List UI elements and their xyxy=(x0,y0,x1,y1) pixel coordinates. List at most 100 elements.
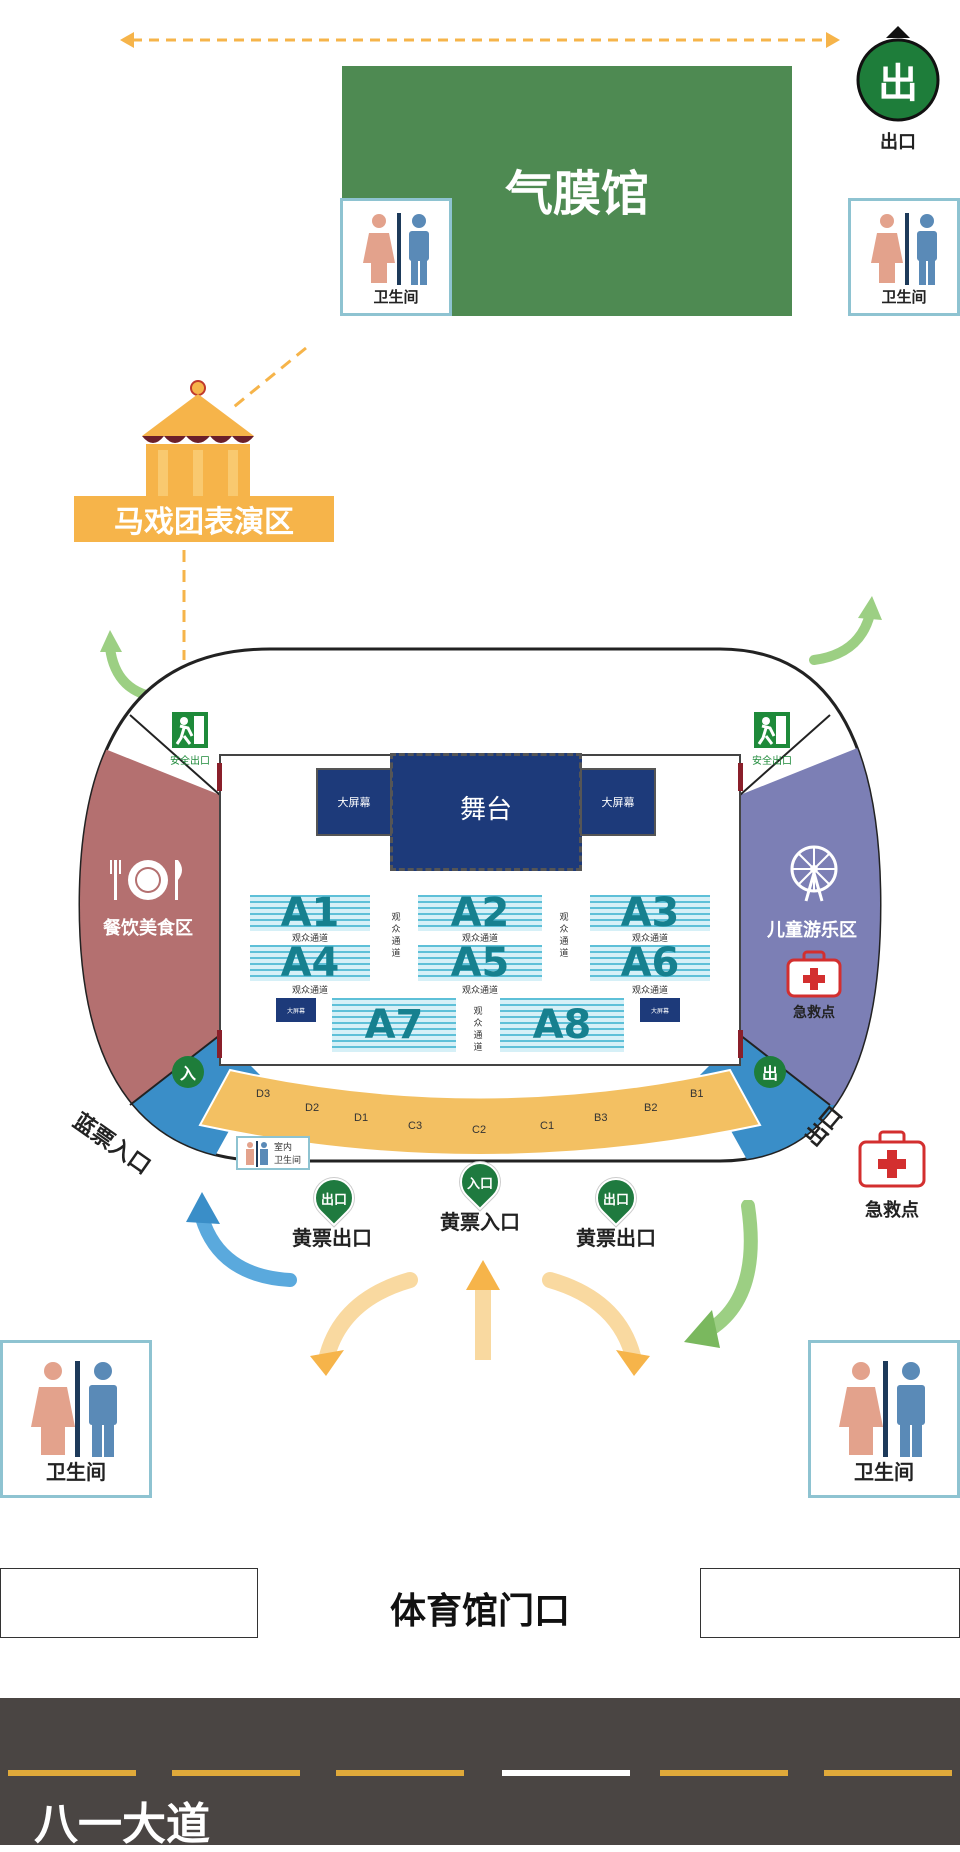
yellow-exit-label: 黄票出口 xyxy=(292,1226,372,1250)
section-label: A1 xyxy=(280,890,340,936)
circus-zone: 马戏团表演区 xyxy=(74,496,334,542)
entrance-badge: 入 xyxy=(172,1056,204,1088)
restroom-label: 卫生间 xyxy=(46,1460,106,1484)
rear-section-c3[interactable]: C3 xyxy=(408,1120,423,1132)
dining-icon xyxy=(110,860,182,900)
small-screen: 大屏幕 xyxy=(640,998,680,1022)
rear-section-b2[interactable]: B2 xyxy=(644,1102,658,1114)
kids-zone-label: 儿童游乐区 xyxy=(767,920,857,941)
aisle-label: 观众通道 xyxy=(631,986,668,996)
first-aid-label: 急救点 xyxy=(865,1200,919,1221)
food-zone xyxy=(80,735,220,1105)
aisle-label-vertical: 观众通道 xyxy=(473,1007,483,1053)
restroom-label: 卫生间 xyxy=(373,288,419,306)
section-label: A3 xyxy=(620,890,680,936)
seat-section-a8[interactable]: A8 xyxy=(500,998,624,1052)
safety-exit-label: 安全出口 xyxy=(752,756,792,767)
seat-section-a6[interactable]: A6 xyxy=(590,940,710,986)
aisle-label: 观众通道 xyxy=(291,934,328,944)
safety-exit-left: 安全出口 xyxy=(160,712,220,770)
rear-section-d2[interactable]: D2 xyxy=(305,1102,320,1114)
restroom-sign: 卫生间 xyxy=(848,198,960,316)
emergency-exit-icon xyxy=(754,712,790,748)
restroom-sign: 卫生间 xyxy=(340,198,452,316)
indoor-restroom-label: 室内 xyxy=(274,1143,293,1153)
restroom-sign: 卫生间 xyxy=(808,1340,960,1498)
rear-section-d1[interactable]: D1 xyxy=(354,1112,369,1124)
green-arrow-icon xyxy=(684,1200,758,1348)
first-aid-label: 急救点 xyxy=(793,1005,835,1021)
big-screen-right: 大屏幕 xyxy=(580,768,656,836)
exit-label: 出口 xyxy=(880,132,916,153)
blue-arrow-icon xyxy=(186,1192,297,1287)
rear-section-b3[interactable]: B3 xyxy=(594,1112,608,1124)
first-aid-icon xyxy=(786,950,842,998)
gate-pillar-left xyxy=(0,1568,258,1638)
pin-label: 出口 xyxy=(602,1192,629,1208)
yellow-entrance-label: 黄票入口 xyxy=(440,1210,520,1234)
circus-tent-icon xyxy=(142,380,254,498)
gate-pillar-right xyxy=(700,1568,960,1638)
exit-badge: 出 xyxy=(878,61,918,107)
aisle-label-vertical: 观众通道 xyxy=(391,913,401,959)
yellow-exit-label: 黄票出口 xyxy=(576,1226,656,1250)
section-label: A8 xyxy=(532,1002,592,1048)
section-label: A4 xyxy=(280,940,340,986)
restroom-label: 卫生间 xyxy=(881,288,927,306)
big-screen-left: 大屏幕 xyxy=(316,768,392,836)
seat-section-a7[interactable]: A7 xyxy=(332,998,456,1052)
stage: 舞台 xyxy=(390,753,582,871)
circus-label: 马戏团表演区 xyxy=(114,505,294,540)
restroom-icon xyxy=(871,213,937,285)
rear-section-b1[interactable]: B1 xyxy=(690,1088,704,1100)
rear-section-d3[interactable]: D3 xyxy=(256,1088,271,1100)
indoor-restroom-label: 卫生间 xyxy=(274,1156,302,1166)
seat-section-a2[interactable]: A2 xyxy=(418,890,542,936)
indoor-restroom: 室内 卫生间 xyxy=(236,1136,310,1170)
first-aid-icon xyxy=(858,1130,926,1188)
restroom-icon xyxy=(839,1361,925,1457)
seat-section-a5[interactable]: A5 xyxy=(418,940,542,986)
restroom-icon xyxy=(363,213,429,285)
aisle-label: 观众通道 xyxy=(461,934,498,944)
small-screen: 大屏幕 xyxy=(276,998,316,1022)
road: 八一大道 xyxy=(0,1698,960,1850)
membrane-hall: 气膜馆 xyxy=(342,66,792,316)
rear-section-c2[interactable]: C2 xyxy=(472,1124,487,1136)
stage-label: 舞台 xyxy=(459,794,512,825)
aisle-label-vertical: 观众通道 xyxy=(559,913,569,959)
emergency-exit-icon xyxy=(172,712,208,748)
ferris-wheel-icon xyxy=(790,845,838,902)
aisle-label: 观众通道 xyxy=(461,986,498,996)
aisle-label: 观众通道 xyxy=(631,934,668,944)
seat-section-a4[interactable]: A4 xyxy=(250,940,370,986)
restroom-sign: 卫生间 xyxy=(0,1340,152,1498)
safety-exit-right: 安全出口 xyxy=(742,712,802,770)
section-label: A5 xyxy=(450,940,510,986)
restroom-icon xyxy=(246,1141,268,1167)
restroom-icon xyxy=(31,1361,117,1457)
rear-seating xyxy=(198,1068,762,1156)
safety-exit-label: 安全出口 xyxy=(170,756,210,767)
exit-icon xyxy=(856,26,940,122)
yellow-flow-arrows-icon xyxy=(310,1260,650,1376)
membrane-hall-label: 气膜馆 xyxy=(504,166,649,222)
food-zone-label: 餐饮美食区 xyxy=(103,918,193,939)
seat-section-a3[interactable]: A3 xyxy=(590,890,710,936)
section-label: A2 xyxy=(450,890,510,936)
restroom-label: 卫生间 xyxy=(854,1460,914,1484)
seat-section-a1[interactable]: A1 xyxy=(250,890,370,936)
aisle-label: 观众通道 xyxy=(291,986,328,996)
section-label: A6 xyxy=(620,940,680,986)
gym-gate-label: 体育馆门口 xyxy=(389,1591,570,1632)
rear-section-c1[interactable]: C1 xyxy=(540,1120,555,1132)
exit-marker: 出 出口 xyxy=(856,24,940,154)
circus-path xyxy=(182,346,307,660)
direction-arrow xyxy=(120,32,840,48)
green-arrow-icon xyxy=(809,596,882,665)
pin-label: 入口 xyxy=(466,1176,493,1192)
exit-badge: 出 xyxy=(754,1056,786,1088)
section-label: A7 xyxy=(364,1002,424,1048)
road-label: 八一大道 xyxy=(34,1799,210,1850)
kids-zone xyxy=(740,735,880,1105)
